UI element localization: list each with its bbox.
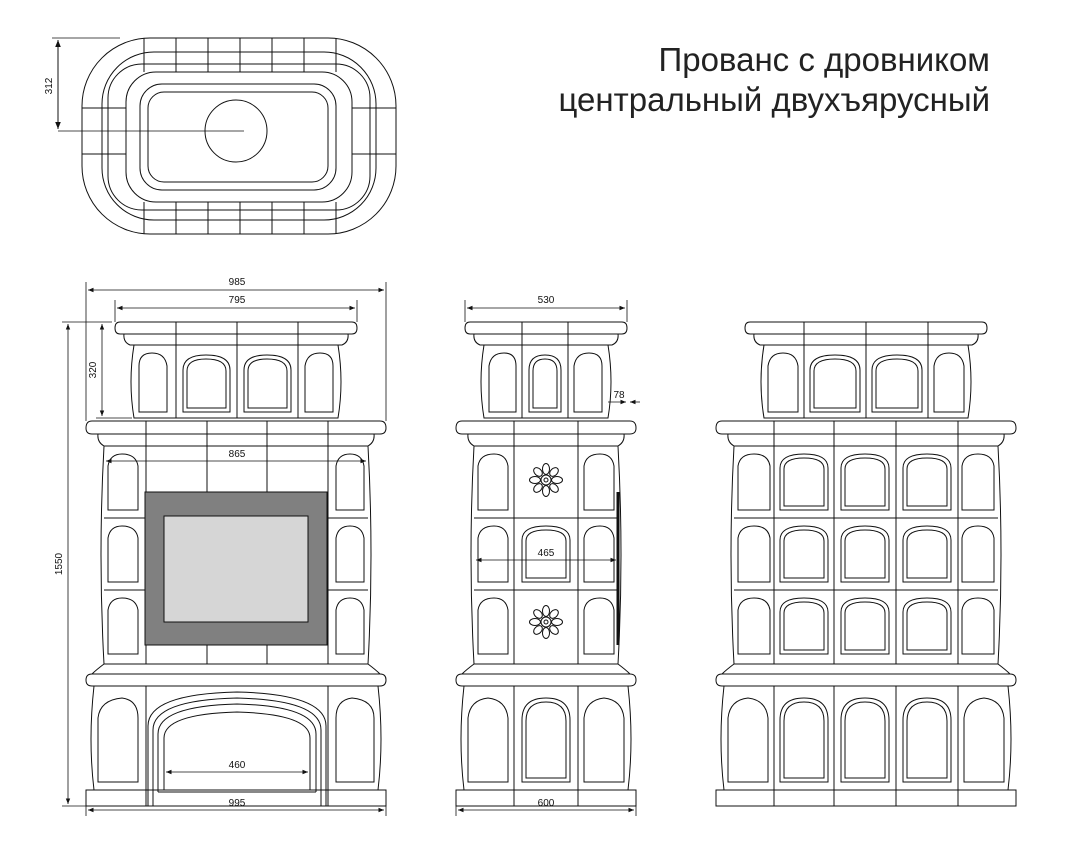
plan-firebox-outline: [139, 83, 337, 191]
firebox-door: [144, 491, 328, 646]
front-log-arch: [147, 691, 327, 806]
title-line-2: центральный двухъярусный: [558, 81, 990, 118]
dim-label-320: 320: [88, 361, 99, 378]
title-line-1: Прованс с дровником: [658, 41, 991, 78]
plan-outer-rim: [81, 37, 397, 235]
rosette-top: [529, 463, 563, 497]
front-crown: [114, 321, 358, 335]
back-base-niches: [727, 697, 1005, 783]
plan-body-outline: [107, 63, 371, 211]
front-upper-niches: [138, 352, 334, 413]
side-rosettes: [529, 463, 563, 639]
front-dimensions: [62, 282, 387, 816]
front-lower-cornice: [85, 673, 387, 687]
top-view: [52, 37, 397, 235]
side-mid-cornice: [455, 420, 637, 435]
back-upper-tier: [760, 344, 972, 419]
back-niches: [737, 453, 995, 655]
side-upper-tier: [480, 344, 612, 419]
side-crown: [464, 321, 628, 335]
plan-inner-outline: [125, 71, 353, 203]
dim-label-795: 795: [229, 295, 246, 306]
back-mid-cornice: [715, 420, 1017, 435]
dim-label-465: 465: [538, 548, 555, 559]
side-lower-cornice: [455, 673, 637, 687]
back-view: [715, 321, 1017, 807]
plan-cornice-line: [101, 51, 377, 221]
plan-tile-joints: [82, 38, 396, 234]
rosette-bottom: [529, 605, 563, 639]
dim-label-78: 78: [613, 390, 625, 401]
dim-label-1550: 1550: [54, 552, 65, 575]
dim-label-312: 312: [44, 77, 55, 94]
dim-label-600: 600: [538, 798, 555, 809]
dim-label-985: 985: [229, 277, 246, 288]
side-view: [455, 321, 637, 807]
dim-label-995: 995: [229, 798, 246, 809]
front-crown-lower: [123, 333, 349, 346]
dim-label-460: 460: [229, 760, 246, 771]
dim-label-530: 530: [538, 295, 555, 306]
front-view: [85, 321, 387, 807]
door-glass: [163, 515, 309, 623]
side-niches: [477, 453, 615, 655]
back-body: [730, 445, 1002, 665]
front-base: [90, 685, 382, 791]
plan-firebox-inner: [147, 91, 329, 183]
front-mid-cornice: [85, 420, 387, 435]
drawing-title: Прованс с дровником центральный двухъяру…: [559, 40, 990, 120]
dim-label-865: 865: [229, 449, 246, 460]
front-upper-tier: [130, 344, 342, 419]
back-lower-cornice: [715, 673, 1017, 687]
back-crown: [744, 321, 988, 335]
side-dimensions: [455, 300, 640, 816]
